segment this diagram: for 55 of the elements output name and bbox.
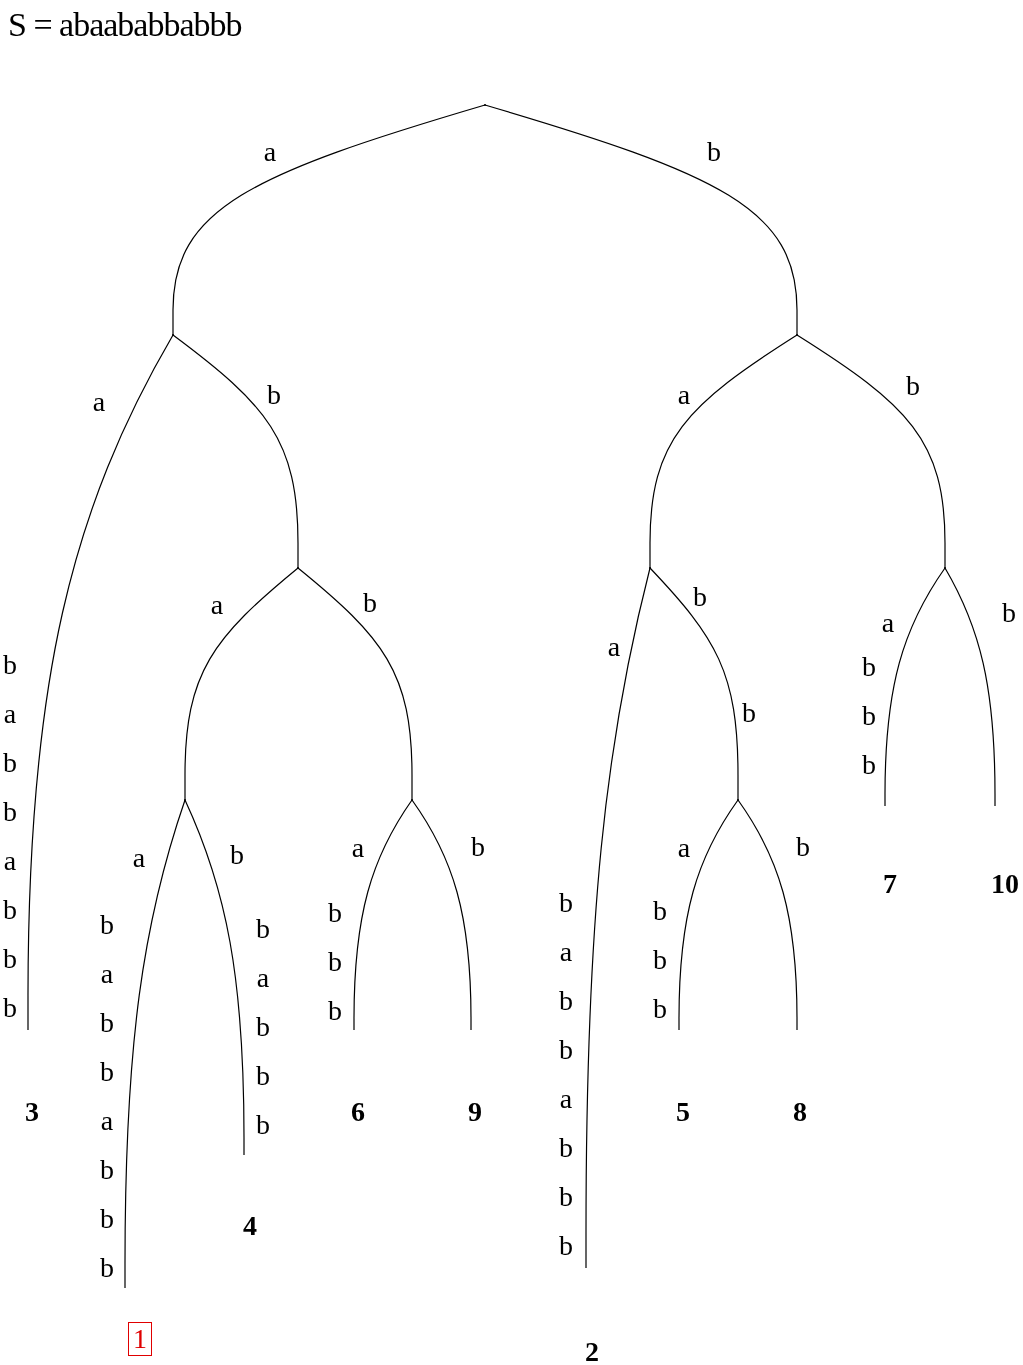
leaf-number: 2 (585, 1338, 599, 1365)
edge-label: b (267, 381, 281, 409)
tree-edge (944, 567, 996, 807)
letter-column: babbabbb (100, 900, 114, 1292)
edge-label: a (677, 381, 691, 409)
leaf-number: 4 (243, 1212, 257, 1240)
edge-label: a (607, 633, 621, 661)
leaf-number: 6 (351, 1098, 365, 1126)
edge-label: b (693, 583, 707, 611)
tree-edge (884, 567, 946, 807)
letter-column: bbb (653, 886, 667, 1033)
tree-edge (678, 799, 739, 1031)
tree-edge (796, 334, 946, 569)
edge-label: a (132, 844, 146, 872)
edge-label: a (677, 834, 691, 862)
leaf-number: 3 (25, 1098, 39, 1126)
edge-label: b (796, 833, 810, 861)
letter-column: b (742, 688, 756, 737)
leaf-number: 9 (468, 1098, 482, 1126)
leaf-number: 10 (991, 870, 1019, 898)
edge-label: b (707, 138, 721, 166)
tree-edge (649, 567, 739, 801)
leaf-number: 1 (128, 1322, 152, 1356)
tree-edge (649, 334, 798, 569)
tree-edge (585, 567, 651, 1269)
leaf-number: 5 (676, 1098, 690, 1126)
tree-edge (353, 799, 413, 1031)
edge-label: b (1002, 599, 1016, 627)
edge-label: a (92, 388, 106, 416)
letter-column: bbb (328, 888, 342, 1035)
edge-label: a (210, 591, 224, 619)
edge-label: a (351, 834, 365, 862)
tree-edge (27, 334, 174, 1031)
tree-edge (184, 567, 299, 801)
edge-label: b (906, 372, 920, 400)
edge-label: a (881, 609, 895, 637)
letter-column: babbb (256, 904, 270, 1149)
leaf-number: 7 (883, 870, 897, 898)
edge-label: b (471, 833, 485, 861)
title: S = abaababbabbb (8, 6, 242, 44)
tree-edge (172, 104, 486, 336)
edge-label: b (363, 589, 377, 617)
tree-edge (184, 799, 245, 1156)
letter-column: babbabbb (3, 640, 17, 1032)
tree-edge (411, 799, 472, 1031)
tree-edge (172, 334, 299, 569)
tree-edge (737, 799, 798, 1031)
edge-label: a (263, 138, 277, 166)
tree-edge (484, 104, 798, 336)
leaf-number: 8 (793, 1098, 807, 1126)
edge-label: b (230, 841, 244, 869)
letter-column: bbb (862, 642, 876, 789)
tree-edge (124, 799, 186, 1289)
tree-edge (297, 567, 413, 801)
letter-column: babbabbb (559, 878, 573, 1270)
